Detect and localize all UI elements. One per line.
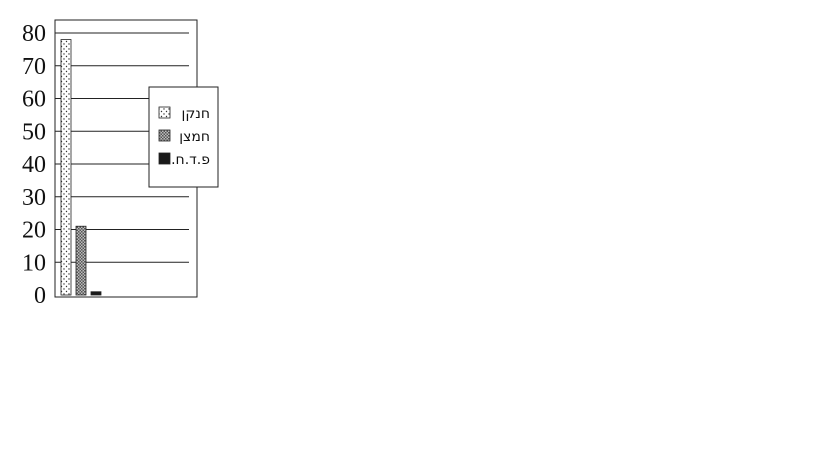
legend-label-2: חמצן <box>179 129 210 145</box>
y-tick-label: 70 <box>22 54 46 80</box>
bar-2 <box>75 225 87 296</box>
legend-label-1: חנקן <box>182 106 211 122</box>
bar-1 <box>60 39 72 296</box>
y-tick-label: 20 <box>22 218 46 244</box>
legend-label-3: פ.ד.ח. <box>171 152 210 168</box>
y-tick-label: 0 <box>34 283 46 309</box>
y-tick-label: 60 <box>22 87 46 113</box>
legend-swatch-3 <box>158 152 171 165</box>
y-tick-label: 80 <box>22 21 46 47</box>
legend-swatch-2 <box>158 129 171 142</box>
y-tick-label: 40 <box>22 152 46 178</box>
legend-swatch-1 <box>158 106 171 119</box>
bar-3 <box>90 291 102 296</box>
bars <box>60 39 102 296</box>
y-axis-ticks: 0 10 20 30 40 50 60 70 80 <box>22 21 46 309</box>
y-tick-label: 30 <box>22 185 46 211</box>
y-tick-label: 10 <box>22 250 46 276</box>
legend: חנקן חמצן פ.ד.ח. <box>148 86 219 188</box>
y-tick-label: 50 <box>22 119 46 145</box>
